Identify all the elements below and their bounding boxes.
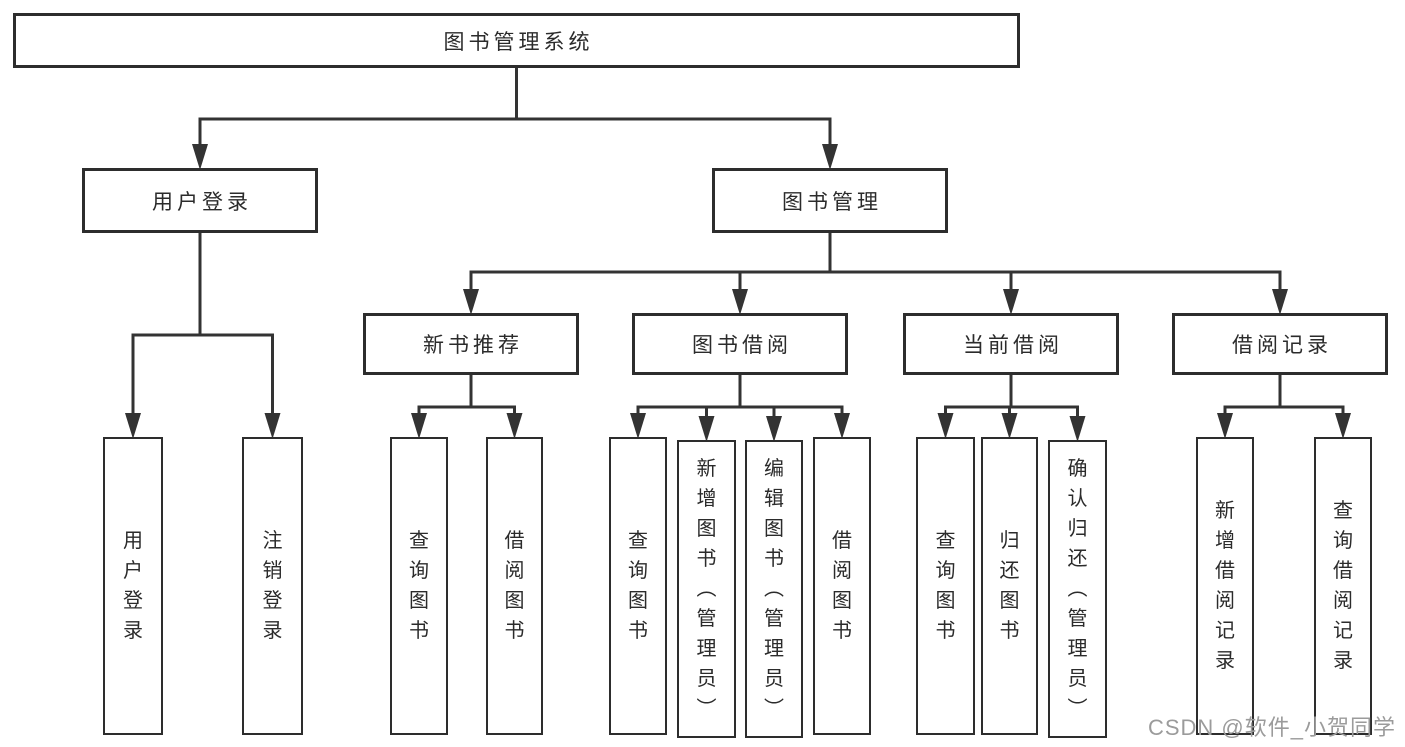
watermark: CSDN @软件_小贺同学: [1147, 715, 1396, 740]
node-label: 新增图书︵管理员︶: [696, 458, 717, 720]
node-borrowing-query-books: 查询图书: [609, 437, 667, 735]
node-book-borrowing: 图书借阅: [632, 313, 848, 375]
node-current-query-books: 查询图书: [916, 437, 975, 735]
node-label: 查询图书: [935, 530, 956, 642]
node-label: 查询图书: [409, 530, 429, 642]
node-user-login: 用户登录: [82, 168, 318, 233]
node-borrowing-borrow-books: 借阅图书: [813, 437, 871, 735]
node-label: 借阅图书: [504, 530, 525, 642]
node-label: 查询图书: [628, 530, 648, 642]
node-current-borrowing: 当前借阅: [903, 313, 1119, 375]
node-label: 图书管理系统: [443, 30, 594, 54]
node-borrowing-records: 借阅记录: [1172, 313, 1388, 375]
node-library-management-system: 图书管理系统: [13, 13, 1020, 68]
node-label: 归还图书: [999, 530, 1020, 642]
node-records-query-record: 查询借阅记录: [1314, 437, 1372, 735]
node-label: 新增借阅记录: [1215, 500, 1235, 672]
node-label: 用户登录: [152, 190, 252, 214]
node-label: 确认归还︵管理员︶: [1067, 458, 1088, 720]
node-logout: 注销登录: [242, 437, 303, 735]
node-records-add-record: 新增借阅记录: [1196, 437, 1254, 735]
node-label: 用户登录: [123, 530, 143, 642]
node-label: 查询借阅记录: [1333, 500, 1353, 672]
node-label: 当前借阅: [963, 334, 1063, 357]
node-recommend-query-books: 查询图书: [390, 437, 448, 735]
node-recommend-borrow-books: 借阅图书: [486, 437, 543, 735]
node-label: 图书管理: [782, 190, 882, 214]
node-label: 编辑图书︵管理员︶: [764, 458, 784, 720]
node-label: 新书推荐: [423, 334, 523, 357]
node-label: 借阅图书: [832, 530, 852, 642]
node-label: 注销登录: [262, 530, 283, 642]
node-borrowing-edit-books: 编辑图书︵管理员︶: [745, 440, 803, 738]
node-user-login-action: 用户登录: [103, 437, 163, 735]
node-label: 借阅记录: [1232, 334, 1332, 357]
node-current-confirm-return: 确认归还︵管理员︶: [1048, 440, 1107, 738]
node-book-management: 图书管理: [712, 168, 948, 233]
node-current-return-books: 归还图书: [981, 437, 1038, 735]
node-borrowing-add-books: 新增图书︵管理员︶: [677, 440, 736, 738]
node-label: 图书借阅: [692, 334, 792, 357]
node-new-book-recommendation: 新书推荐: [363, 313, 579, 375]
